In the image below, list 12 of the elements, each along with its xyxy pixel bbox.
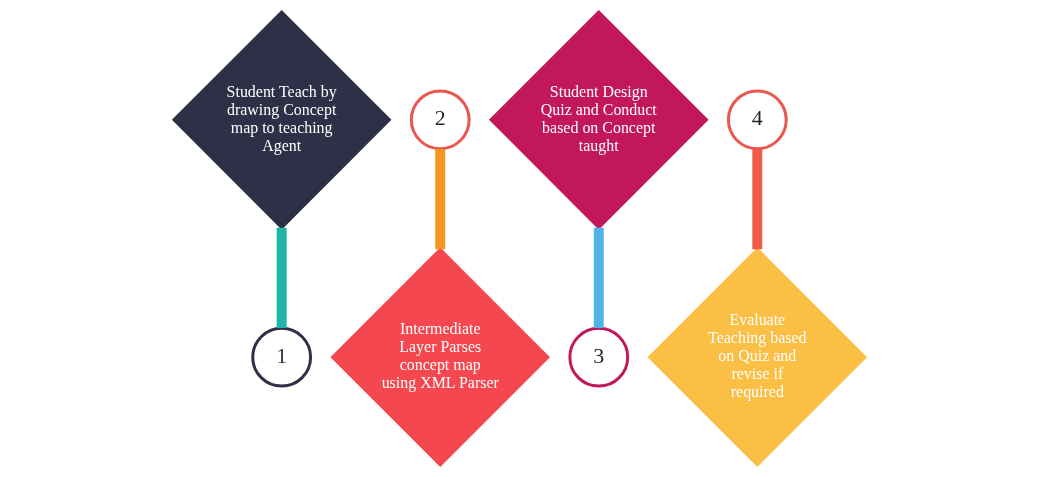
node-diamond: Student Design Quiz and Conduct based on Concept taught xyxy=(488,10,709,230)
node-circle: 3 xyxy=(567,326,629,388)
node-circle: 1 xyxy=(250,326,312,388)
connector xyxy=(751,149,762,250)
node-diamond: Intermediate Layer Parses concept map using XML Parser xyxy=(329,247,550,467)
connector xyxy=(593,227,604,329)
connector xyxy=(276,227,287,329)
node-diamond: Evaluate Teaching based on Quiz and revise if required xyxy=(647,247,867,467)
node-circle: 4 xyxy=(726,89,788,151)
node-diamond: Student Teach by drawing Concept map to teaching Agent xyxy=(171,10,391,230)
node-circle: 2 xyxy=(409,89,471,151)
connector xyxy=(434,149,445,250)
